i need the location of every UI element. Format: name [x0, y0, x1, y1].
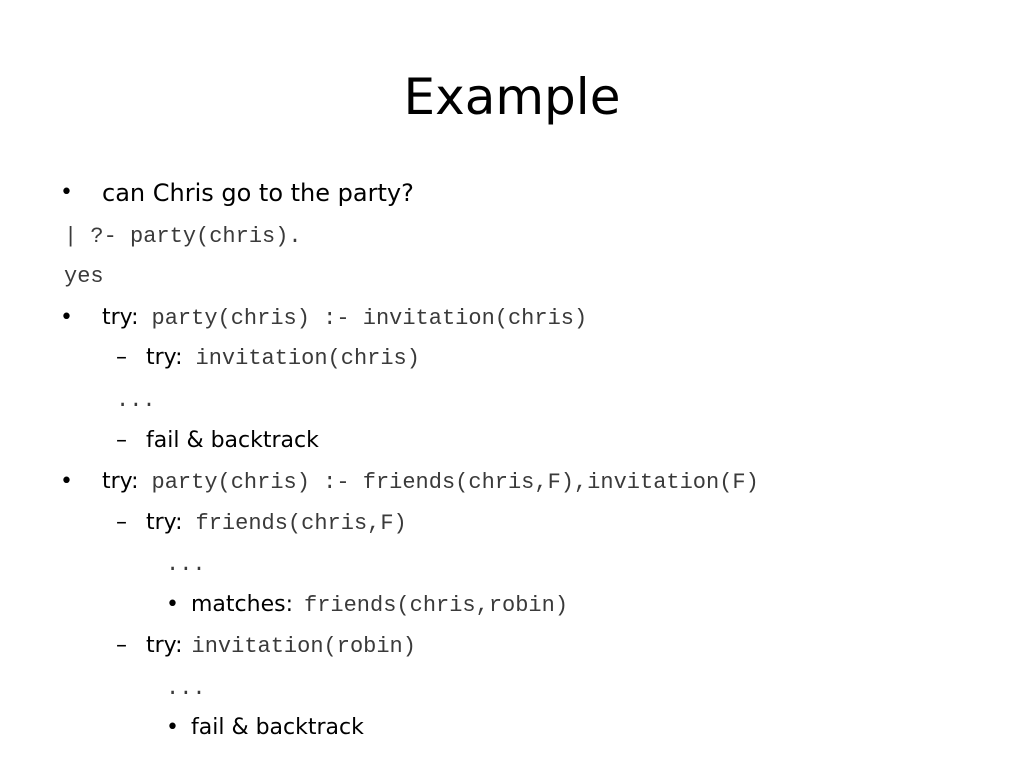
try-label: try:: [146, 510, 183, 535]
bullet-content: try: invitation(robin): [146, 631, 416, 662]
bullet-content: try: party(chris) :- invitation(chris): [102, 303, 587, 334]
ellipsis-line: ...: [166, 552, 206, 577]
bullet-marker: •: [166, 592, 179, 617]
code-text: friends(chris,robin): [304, 593, 569, 618]
ellipsis-line: ...: [116, 388, 156, 413]
code-line: yes: [64, 264, 104, 289]
ellipsis-line: ...: [166, 676, 206, 701]
code-text: invitation(robin): [191, 634, 416, 659]
bullet-content: try: party(chris) :- friends(chris,F),in…: [102, 467, 759, 498]
try-label: try:: [146, 345, 183, 370]
bullet-marker: •: [60, 305, 73, 330]
bullet-marker: •: [60, 469, 73, 494]
try-label: try:: [146, 633, 183, 658]
code-text: party(chris) :- invitation(chris): [151, 306, 588, 331]
bullet-content: matches: friends(chris,robin): [191, 590, 568, 621]
dash-marker: –: [116, 510, 127, 535]
dash-marker: –: [116, 633, 127, 658]
bullet-content: try: invitation(chris): [146, 343, 420, 374]
bullet-marker: •: [166, 715, 179, 740]
try-label: try:: [102, 305, 139, 330]
code-line: | ?- party(chris).: [64, 224, 302, 249]
code-text: friends(chris,F): [195, 511, 407, 536]
bullet-marker: •: [60, 180, 73, 205]
dash-marker: –: [116, 345, 127, 370]
bullet-content: try: friends(chris,F): [146, 508, 407, 539]
bullet-text: fail & backtrack: [191, 715, 364, 740]
matches-label: matches:: [191, 592, 293, 617]
bullet-text: can Chris go to the party?: [102, 179, 414, 207]
try-label: try:: [102, 469, 139, 494]
slide-title: Example: [403, 68, 621, 126]
dash-marker: –: [116, 428, 127, 453]
code-text: invitation(chris): [195, 346, 420, 371]
bullet-text: fail & backtrack: [146, 428, 319, 453]
code-text: party(chris) :- friends(chris,F),invitat…: [151, 470, 759, 495]
